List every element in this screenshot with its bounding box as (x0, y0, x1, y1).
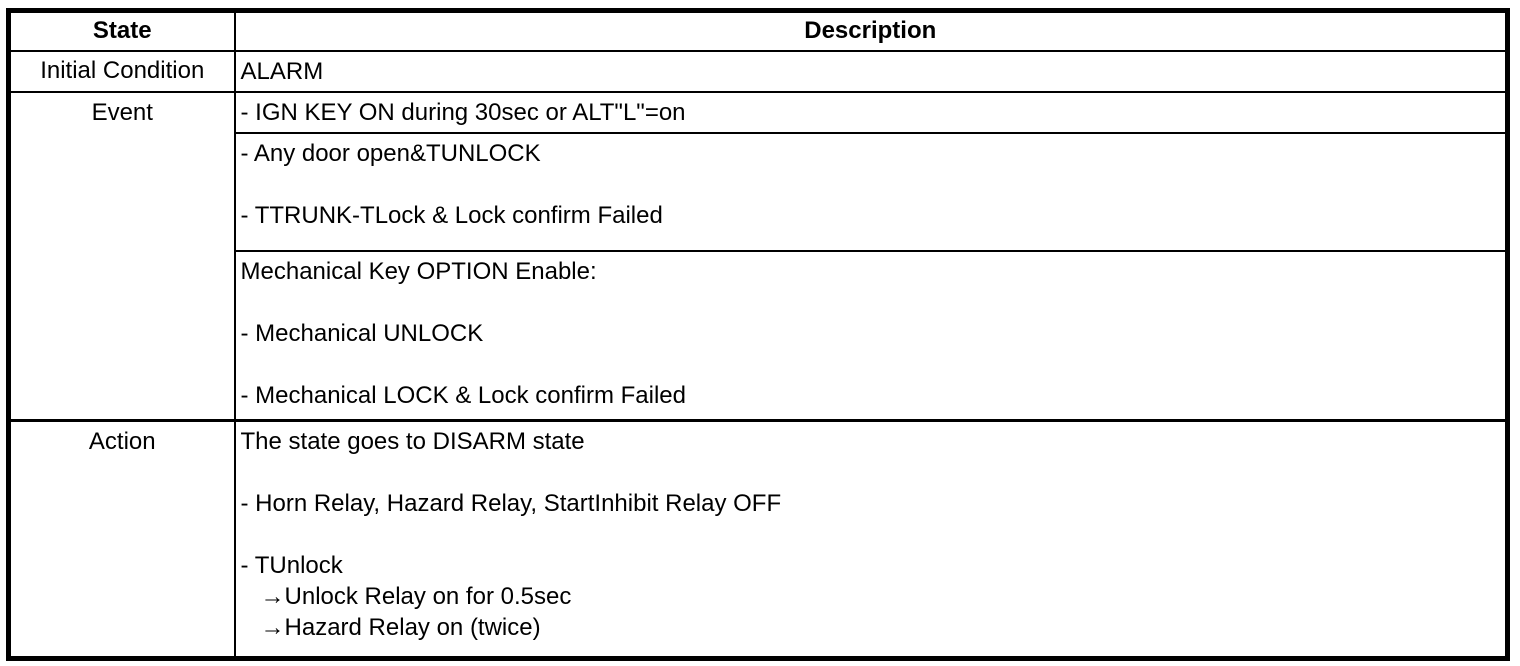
cell-action-value: The state goes to DISARM state - Horn Re… (233, 419, 1509, 660)
state-description-table: State Description Initial Condition ALAR… (6, 8, 1510, 661)
text-line-arrow: →Unlock Relay on for 0.5sec (240, 583, 572, 610)
text-line: Mechanical Key OPTION Enable: (240, 257, 597, 285)
text-line: - TUnlock (240, 552, 343, 579)
blank-line (241, 169, 1500, 200)
cell-event-condition-3: Mechanical Key OPTION Enable: - Mechanic… (233, 249, 1509, 422)
row-initial-condition: Initial Condition ALARM (7, 49, 1509, 93)
row-action: Action The state goes to DISARM state - … (7, 419, 1509, 660)
cell-event-condition-1: - IGN KEY ON during 30sec or ALT"L"=on (233, 90, 1509, 134)
blank-line (241, 349, 1500, 380)
text-line: ALARM (240, 57, 324, 85)
blank-line (241, 457, 1500, 488)
text-line: - Mechanical LOCK & Lock confirm Failed (240, 381, 687, 409)
row-label-initial-condition: Initial Condition (7, 49, 236, 93)
text-line: - Horn Relay, Hazard Relay, StartInhibit… (240, 490, 782, 517)
row-event-sub3: Mechanical Key OPTION Enable: - Mechanic… (9, 249, 1509, 422)
text-line: - Any door open&TUNLOCK (240, 139, 541, 167)
row-label-event: Event (7, 90, 236, 422)
text-line: - Mechanical UNLOCK (240, 319, 484, 347)
column-header-state: State (7, 9, 236, 52)
text-line-arrow: →Hazard Relay on (twice) (240, 614, 541, 641)
row-event-sub1: Event - IGN KEY ON during 30sec or ALT"L… (7, 90, 1509, 422)
text-line: - IGN KEY ON during 30sec or ALT"L"=on (240, 98, 686, 126)
table-header-row: State Description (7, 9, 1509, 52)
column-header-description: Description (233, 9, 1509, 52)
cell-initial-condition-value: ALARM (233, 49, 1509, 93)
cell-event-condition-2: - Any door open&TUNLOCK - TTRUNK-TLock &… (233, 131, 1509, 252)
text-line: - TTRUNK-TLock & Lock confirm Failed (240, 201, 663, 229)
text-line: The state goes to DISARM state (240, 428, 585, 455)
row-event-sub2: - Any door open&TUNLOCK - TTRUNK-TLock &… (9, 131, 1509, 252)
blank-line (241, 519, 1500, 550)
blank-line (241, 287, 1500, 318)
row-label-action: Action (7, 419, 236, 660)
